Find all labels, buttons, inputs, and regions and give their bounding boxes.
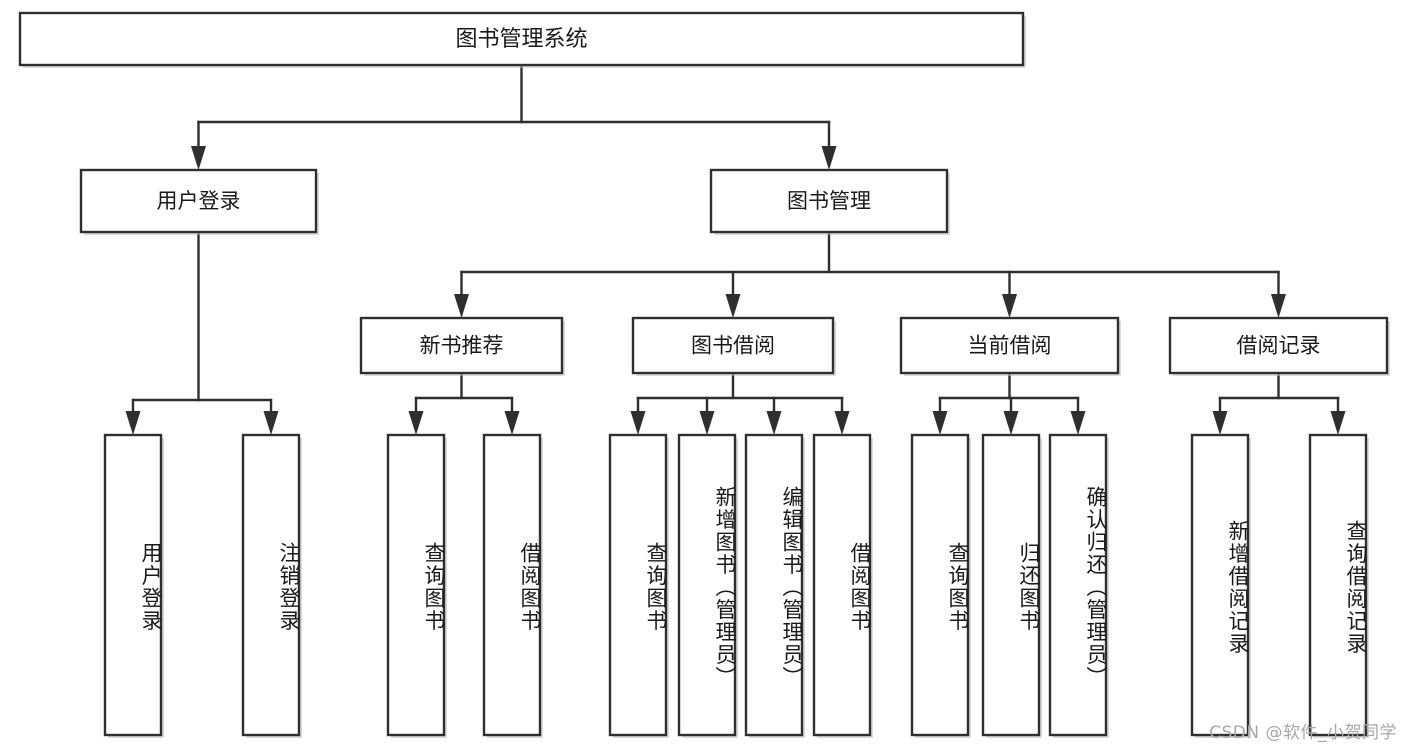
edge-arrowhead [1330, 411, 1346, 435]
node-box-cb-confirm-return[interactable] [1048, 433, 1108, 737]
edge-arrowhead [1003, 411, 1019, 435]
edge-arrowhead [454, 294, 469, 318]
node-label-root: 图书管理系统 [455, 27, 587, 52]
node-box-cb-return-book[interactable] [981, 433, 1041, 737]
node-box-borrow-record[interactable] [1168, 316, 1389, 375]
edge-arrowhead [263, 411, 279, 435]
node-label-borrow-record: 借阅记录 [1237, 334, 1321, 358]
edge-arrowhead [766, 411, 782, 435]
node-label-current-borrow: 当前借阅 [968, 334, 1052, 358]
node-box-book-manage[interactable] [709, 168, 949, 234]
node-label-user-login: 用户登录 [157, 189, 241, 213]
edge-arrowhead [834, 411, 850, 435]
edge-arrowhead [725, 294, 741, 318]
edge-arrowhead [932, 411, 948, 435]
node-box-bb-edit-book[interactable] [744, 433, 804, 737]
edge-arrowhead [125, 411, 141, 435]
node-box-current-borrow[interactable] [899, 316, 1120, 375]
edge-arrowhead [1212, 411, 1228, 435]
node-box-user-login-do[interactable] [103, 433, 163, 737]
node-box-bb-borrow-book[interactable] [812, 433, 872, 737]
node-label-book-manage: 图书管理 [787, 189, 871, 213]
edge-arrowhead [191, 146, 206, 170]
node-box-nbr-borrow-book[interactable] [482, 433, 542, 737]
watermark-text: CSDN @软件_小贺同学 [1209, 723, 1397, 743]
edge-arrowhead [504, 411, 520, 435]
edge-arrowhead [408, 411, 424, 435]
node-box-cb-query-book[interactable] [910, 433, 970, 737]
edge-arrowhead [821, 146, 837, 170]
node-box-br-add-record[interactable] [1190, 433, 1250, 737]
node-box-user-login[interactable] [79, 168, 318, 234]
node-box-new-book-rec[interactable] [359, 316, 564, 375]
node-box-book-borrow[interactable] [631, 316, 835, 375]
edge-arrowhead [630, 411, 646, 435]
node-box-bb-add-book[interactable] [677, 433, 737, 737]
node-box-user-logout[interactable] [241, 433, 301, 737]
node-label-book-borrow: 图书借阅 [691, 334, 775, 358]
edge-arrowhead [1070, 411, 1086, 435]
node-box-root[interactable] [18, 11, 1025, 67]
node-label-new-book-rec: 新书推荐 [420, 334, 504, 358]
edge-arrowhead [1271, 294, 1286, 318]
node-box-nbr-query-book[interactable] [386, 433, 446, 737]
edge-arrowhead [1002, 294, 1017, 318]
edge-arrowhead [699, 411, 715, 435]
node-box-bb-query-book[interactable] [608, 433, 668, 737]
node-box-br-query-record[interactable] [1308, 433, 1368, 737]
edges-layer [125, 63, 1346, 435]
